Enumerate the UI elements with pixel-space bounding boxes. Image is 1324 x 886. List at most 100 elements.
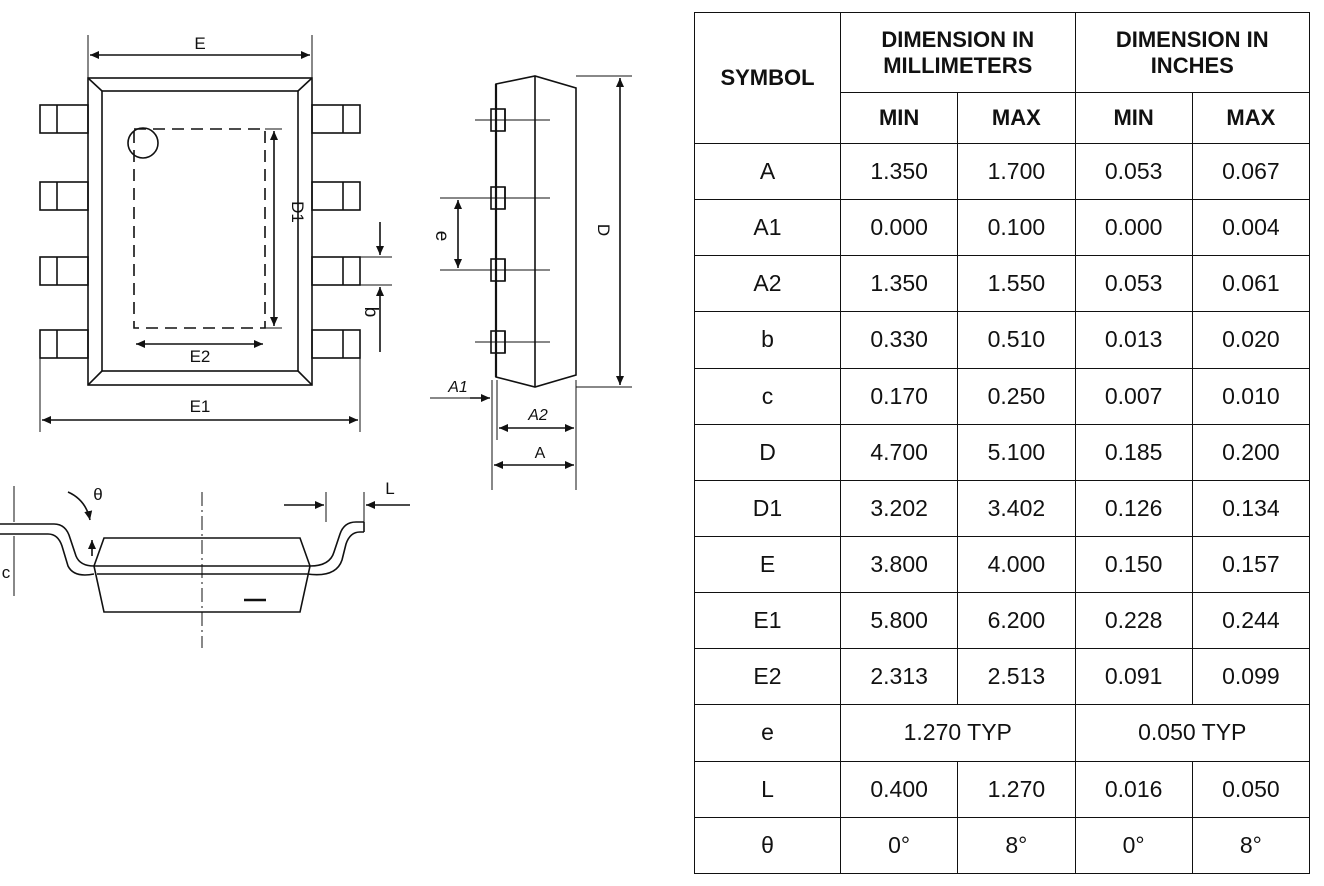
label-E2: E2 <box>190 347 211 366</box>
in-max-cell: 0.010 <box>1191 367 1311 425</box>
mm-header-line2: MILLIMETERS <box>883 52 1033 78</box>
mm-max-cell: 5.100 <box>957 423 1076 481</box>
mm-max-cell: 1.700 <box>957 142 1076 201</box>
side-leads <box>440 108 550 354</box>
mm-max-cell: 0.250 <box>957 367 1076 425</box>
in-header: DIMENSION IN INCHES <box>1074 12 1310 93</box>
in-max-cell: 0.244 <box>1191 592 1311 650</box>
mm-header-line1: DIMENSION IN <box>881 27 1035 53</box>
symbol-cell: b <box>694 311 841 369</box>
in-min-cell: 0.228 <box>1074 592 1193 650</box>
label-c: c <box>2 563 11 582</box>
in-max-cell: 0.061 <box>1191 255 1311 313</box>
in-min-cell: 0.091 <box>1074 648 1193 706</box>
side-view <box>430 75 632 490</box>
symbol-cell: D <box>694 423 841 481</box>
mm-max-header: MAX <box>957 92 1076 144</box>
symbol-cell: A <box>694 142 841 201</box>
label-D1: D1 <box>288 201 307 223</box>
mm-max-cell: 2.513 <box>957 648 1076 706</box>
mm-max-cell: 3.402 <box>957 479 1076 537</box>
dimension-table: SYMBOL DIMENSION IN MILLIMETERS DIMENSIO… <box>694 12 1311 875</box>
mm-min-cell: 3.202 <box>839 479 959 537</box>
label-A2: A2 <box>527 407 548 424</box>
label-D: D <box>594 224 613 236</box>
in-min-cell: 0.016 <box>1074 760 1193 818</box>
in-max-cell: 0.200 <box>1191 423 1311 481</box>
label-A1: A1 <box>447 379 468 396</box>
symbol-cell: c <box>694 367 841 425</box>
in-min-cell: 0.053 <box>1074 255 1193 313</box>
mm-max-cell: 0.510 <box>957 311 1076 369</box>
in-max-cell: 0.099 <box>1191 648 1311 706</box>
mm-min-cell: 0.000 <box>839 199 959 257</box>
symbol-cell: A2 <box>694 255 841 313</box>
mm-max-cell: 0.100 <box>957 199 1076 257</box>
mm-max-cell: 8° <box>957 816 1076 875</box>
label-e: e <box>431 231 452 242</box>
in-header-line1: DIMENSION IN <box>1115 27 1269 53</box>
mm-min-cell: 0.400 <box>839 760 959 818</box>
in-max-cell: 0.157 <box>1191 535 1311 594</box>
mm-min-cell: 5.800 <box>839 592 959 650</box>
in-min-cell: 0.150 <box>1074 535 1193 594</box>
in-min-cell: 0° <box>1074 816 1193 875</box>
mm-header: DIMENSION IN MILLIMETERS <box>840 12 1076 93</box>
mm-max-cell: 1.270 <box>957 760 1076 818</box>
in-max-cell: 8° <box>1191 816 1311 875</box>
in-min-cell: 0.013 <box>1074 311 1193 369</box>
symbol-cell: E1 <box>694 592 841 650</box>
right-leads <box>311 104 361 359</box>
mm-min-cell: 0.170 <box>839 367 959 425</box>
in-typ-cell: 0.050 TYP <box>1074 704 1310 762</box>
mm-max-cell: 1.550 <box>957 255 1076 313</box>
package-outline-drawing: E E1 E2 D1 b <box>0 34 632 648</box>
symbol-cell: D1 <box>694 479 841 537</box>
in-max-cell: 0.004 <box>1191 199 1311 257</box>
top-view <box>39 35 392 432</box>
in-min-cell: 0.053 <box>1074 142 1193 201</box>
mm-min-cell: 2.313 <box>839 648 959 706</box>
in-min-cell: 0.007 <box>1074 367 1193 425</box>
mm-typ-cell: 1.270 TYP <box>840 704 1076 762</box>
mm-min-cell: 0.330 <box>839 311 959 369</box>
symbol-cell: e <box>694 704 841 762</box>
label-E: E <box>194 34 205 53</box>
mm-min-cell: 3.800 <box>839 535 959 594</box>
in-min-cell: 0.185 <box>1074 423 1193 481</box>
left-leads <box>39 104 89 359</box>
symbol-cell: θ <box>694 816 841 875</box>
in-max-cell: 0.134 <box>1191 479 1311 537</box>
in-header-line2: INCHES <box>1150 52 1234 78</box>
in-max-header: MAX <box>1191 92 1311 144</box>
symbol-cell: A1 <box>694 199 841 257</box>
symbol-header: SYMBOL <box>694 12 841 144</box>
mm-max-cell: 4.000 <box>957 535 1076 594</box>
in-min-cell: 0.126 <box>1074 479 1193 537</box>
mm-min-header: MIN <box>839 92 959 144</box>
in-min-cell: 0.000 <box>1074 199 1193 257</box>
mm-min-cell: 4.700 <box>839 423 959 481</box>
mm-min-cell: 0° <box>839 816 959 875</box>
label-A: A <box>535 445 546 462</box>
mm-min-cell: 1.350 <box>839 255 959 313</box>
in-max-cell: 0.020 <box>1191 311 1311 369</box>
label-theta: θ <box>93 485 102 504</box>
symbol-cell: E <box>694 535 841 594</box>
mm-max-cell: 6.200 <box>957 592 1076 650</box>
label-b: b <box>360 307 381 318</box>
in-max-cell: 0.050 <box>1191 760 1311 818</box>
